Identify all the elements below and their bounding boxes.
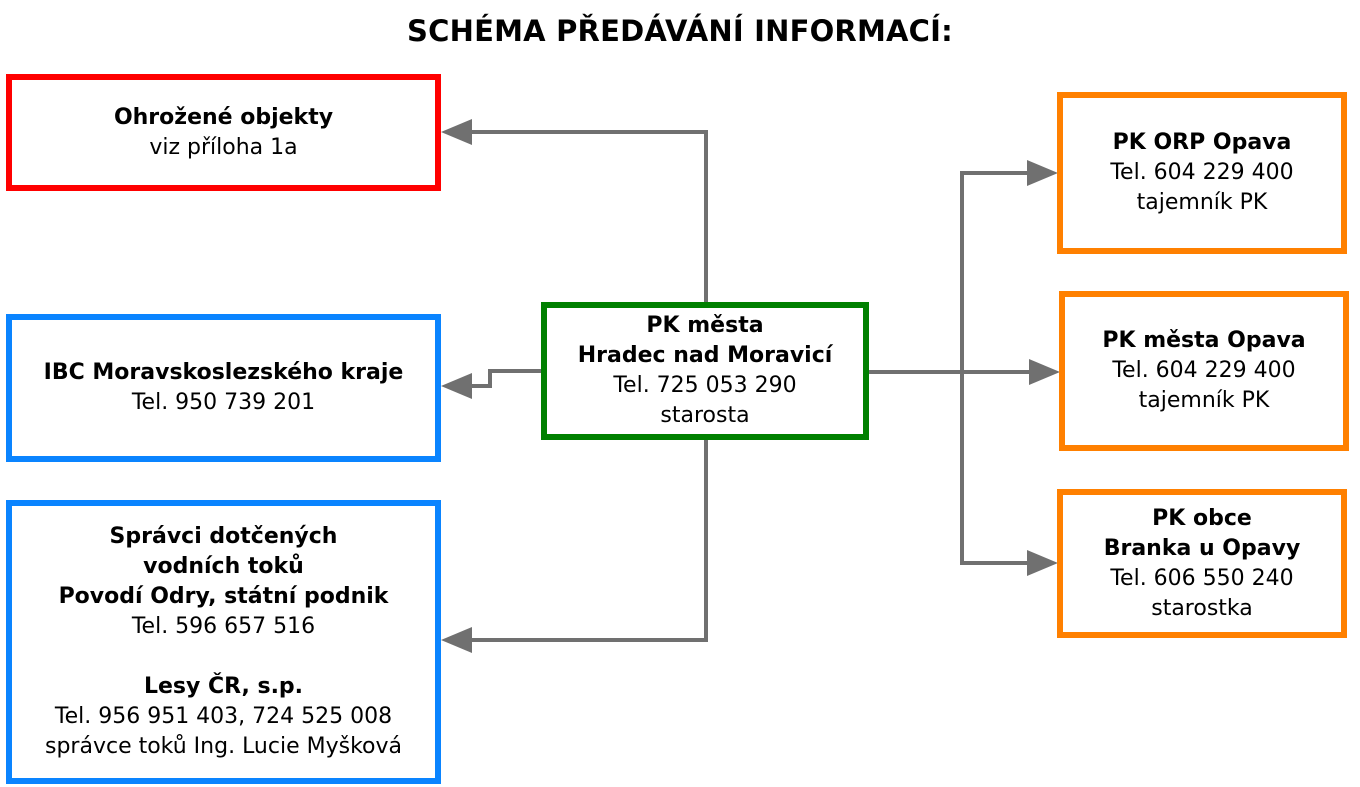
box-phone: Tel. 956 951 403, 724 525 008: [54, 704, 393, 729]
diagram-title: SCHÉMA PŘEDÁVÁNÍ INFORMACÍ:: [407, 14, 953, 48]
connector-to-orp-opava: [960, 171, 1030, 565]
box-heading: Branka u Opavy: [1103, 535, 1301, 561]
box-heading: Ohrožené objekty: [113, 104, 334, 130]
box-heading: PK obce: [1152, 505, 1252, 531]
box-role: tajemník PK: [1138, 388, 1270, 413]
arrow-head: [1029, 359, 1060, 385]
connector-to-ibc: [470, 369, 543, 388]
box-phone: Tel. 596 657 516: [131, 614, 316, 639]
arrow-head: [441, 119, 472, 145]
box-phone: Tel. 604 229 400: [1112, 358, 1296, 383]
box-heading: vodních toků: [143, 554, 304, 579]
box-heading: Hradec nad Moravicí: [577, 343, 833, 368]
center-box: PK města Hradec nad Moravicí Tel. 725 05…: [541, 302, 869, 440]
ibc-box: IBC Moravskoslezského kraje Tel. 950 739…: [6, 314, 441, 462]
box-heading: PK města: [646, 313, 764, 338]
box-heading: PK města Opava: [1102, 328, 1306, 353]
box-person: správce toků Ing. Lucie Myšková: [45, 734, 402, 759]
connector-to-threatened: [470, 130, 708, 303]
water-managers-box: Správci dotčených vodních toků Povodí Od…: [6, 500, 441, 784]
box-role: tajemník PK: [1136, 190, 1268, 215]
arrow-head: [1027, 550, 1058, 576]
box-heading: IBC Moravskoslezského kraje: [43, 360, 404, 385]
box-role: starostka: [1151, 595, 1253, 621]
arrow-head: [441, 627, 472, 653]
box-note: viz příloha 1a: [149, 134, 298, 160]
box-phone: Tel. 950 739 201: [131, 390, 316, 415]
box-heading: PK ORP Opava: [1112, 130, 1292, 155]
opava-city-box: PK města Opava Tel. 604 229 400 tajemník…: [1059, 291, 1349, 451]
arrow-head: [1027, 160, 1058, 186]
threatened-objects-box: Ohrožené objekty viz příloha 1a: [6, 74, 441, 191]
box-phone: Tel. 725 053 290: [613, 373, 797, 398]
box-role: starosta: [660, 403, 750, 428]
branka-box: PK obce Branka u Opavy Tel. 606 550 240 …: [1057, 489, 1347, 638]
orp-opava-box: PK ORP Opava Tel. 604 229 400 tajemník P…: [1057, 92, 1347, 254]
arrow-head: [441, 373, 472, 399]
connector-to-managers: [470, 438, 708, 642]
box-phone: Tel. 606 550 240: [1110, 565, 1294, 591]
box-phone: Tel. 604 229 400: [1110, 160, 1294, 185]
box-heading: Lesy ČR, s.p.: [143, 674, 304, 699]
box-heading: Správci dotčených: [109, 524, 338, 549]
box-heading: Povodí Odry, státní podnik: [58, 584, 389, 609]
